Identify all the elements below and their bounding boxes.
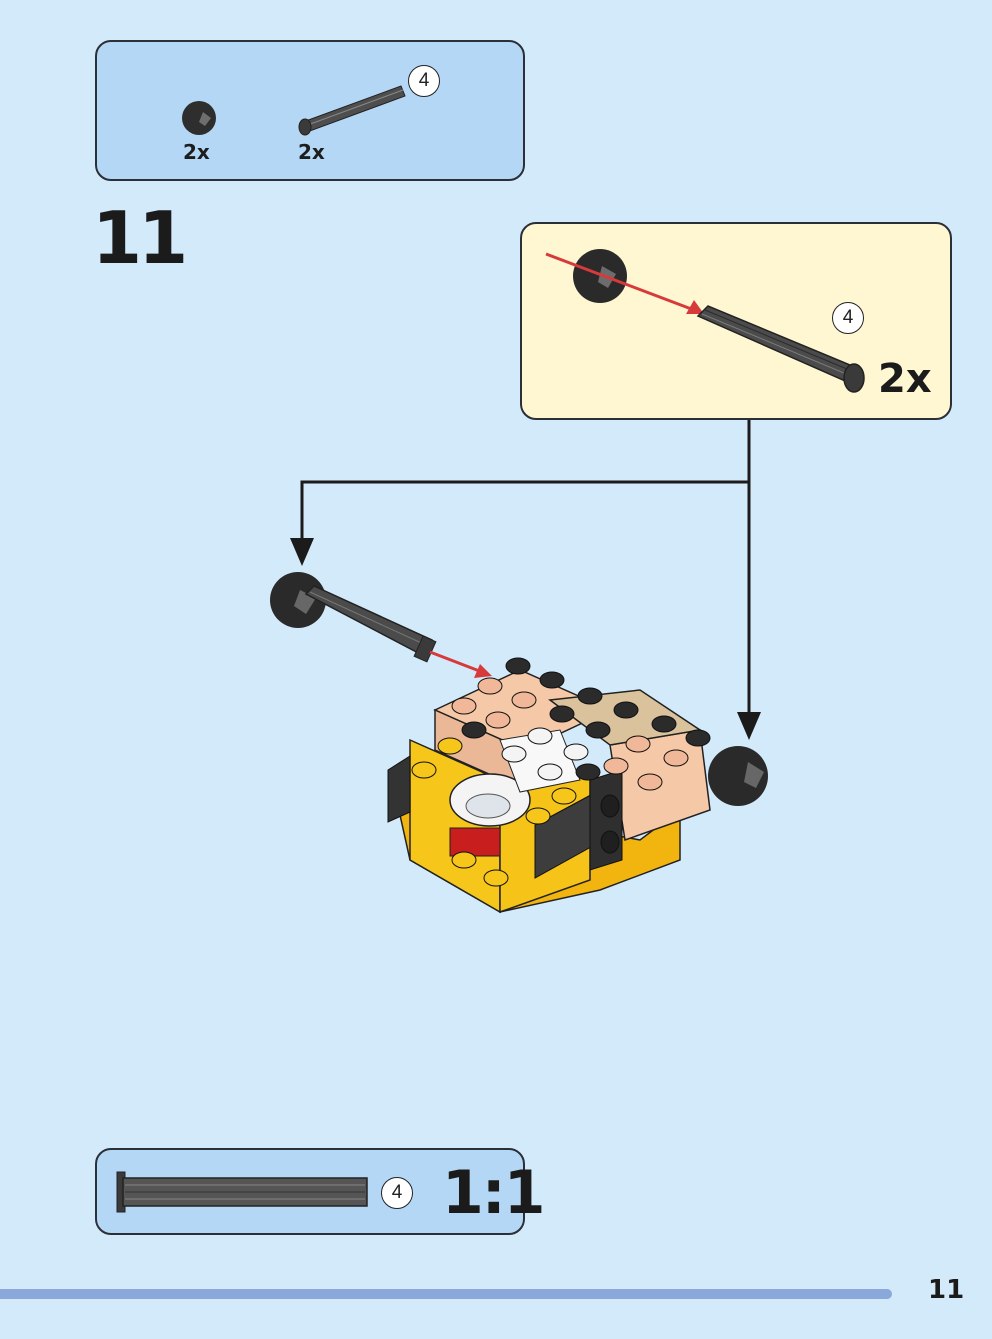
brick-studs-icon — [411, 657, 711, 887]
page-progress-bar — [0, 1289, 892, 1299]
assembly-model-illustration — [270, 572, 768, 914]
axle-quantity: 2x — [298, 140, 325, 164]
ball-joint-quantity: 2x — [183, 140, 210, 164]
axle-1-to-1-icon — [116, 1171, 368, 1213]
page-number: 11 — [928, 1275, 965, 1305]
subassembly-axle-icon — [696, 305, 865, 393]
parts-needed-box: 2x 2x 4 — [95, 40, 525, 181]
axle-4-icon — [298, 85, 406, 136]
left-insertion-arrow-icon — [429, 650, 492, 678]
right-ball-joint-icon — [708, 746, 768, 806]
scale-length-badge: 4 — [381, 1177, 413, 1209]
subassembly-callout: 4 2x — [520, 222, 952, 420]
subassembly-axle-length-badge: 4 — [832, 302, 864, 334]
subassembly-quantity: 2x — [878, 356, 932, 402]
left-axle-icon — [304, 585, 437, 663]
scale-reference-box: 4 1:1 — [95, 1148, 545, 1235]
scale-ratio-label: 1:1 — [442, 1158, 545, 1228]
ball-joint-icon — [182, 101, 216, 135]
axle-length-badge: 4 — [408, 65, 440, 97]
insertion-arrow-icon — [545, 252, 704, 314]
step-number: 11 — [92, 196, 188, 280]
